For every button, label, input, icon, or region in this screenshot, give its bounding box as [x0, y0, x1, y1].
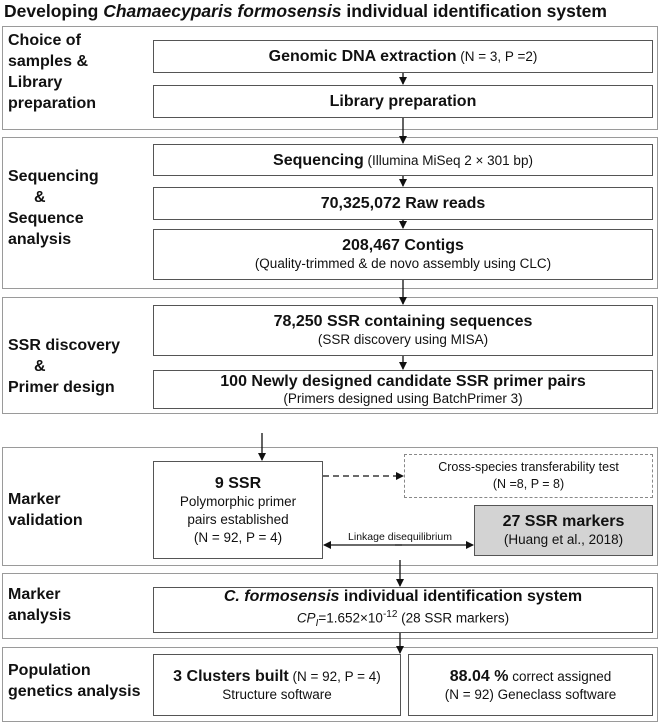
box-library-preparation: Library preparation — [153, 85, 653, 118]
box-contigs: 208,467 Contigs (Quality-trimmed & de no… — [153, 229, 653, 280]
box-raw-reads: 70,325,072 Raw reads — [153, 187, 653, 220]
box-candidate-primers: 100 Newly designed candidate SSR primer … — [153, 370, 653, 409]
box-genomic-dna: Genomic DNA extraction (N = 3, P =2) — [153, 40, 653, 73]
linkage-label: Linkage disequilibrium — [348, 531, 452, 543]
box-clusters: 3 Clusters built (N = 92, P = 4) Structu… — [153, 654, 401, 716]
box-9-ssr: 9 SSR Polymorphic primer pairs establish… — [153, 461, 323, 559]
box-ssr-sequences: 78,250 SSR containing sequences (SSR dis… — [153, 305, 653, 356]
box-assigned: 88.04 % correct assigned (N = 92) Genecl… — [408, 654, 653, 716]
diagram-title: Developing Chamaecyparis formosensis ind… — [4, 1, 607, 21]
box-27-ssr-markers: 27 SSR markers (Huang et al., 2018) — [474, 505, 653, 556]
box-identification-system: C. formosensis individual identification… — [153, 587, 653, 633]
box-cross-species: Cross-species transferability test (N =8… — [404, 454, 653, 498]
box-sequencing: Sequencing (Illumina MiSeq 2 × 301 bp) — [153, 144, 653, 176]
section-label-ssr: SSR discovery&Primer design — [8, 337, 121, 396]
